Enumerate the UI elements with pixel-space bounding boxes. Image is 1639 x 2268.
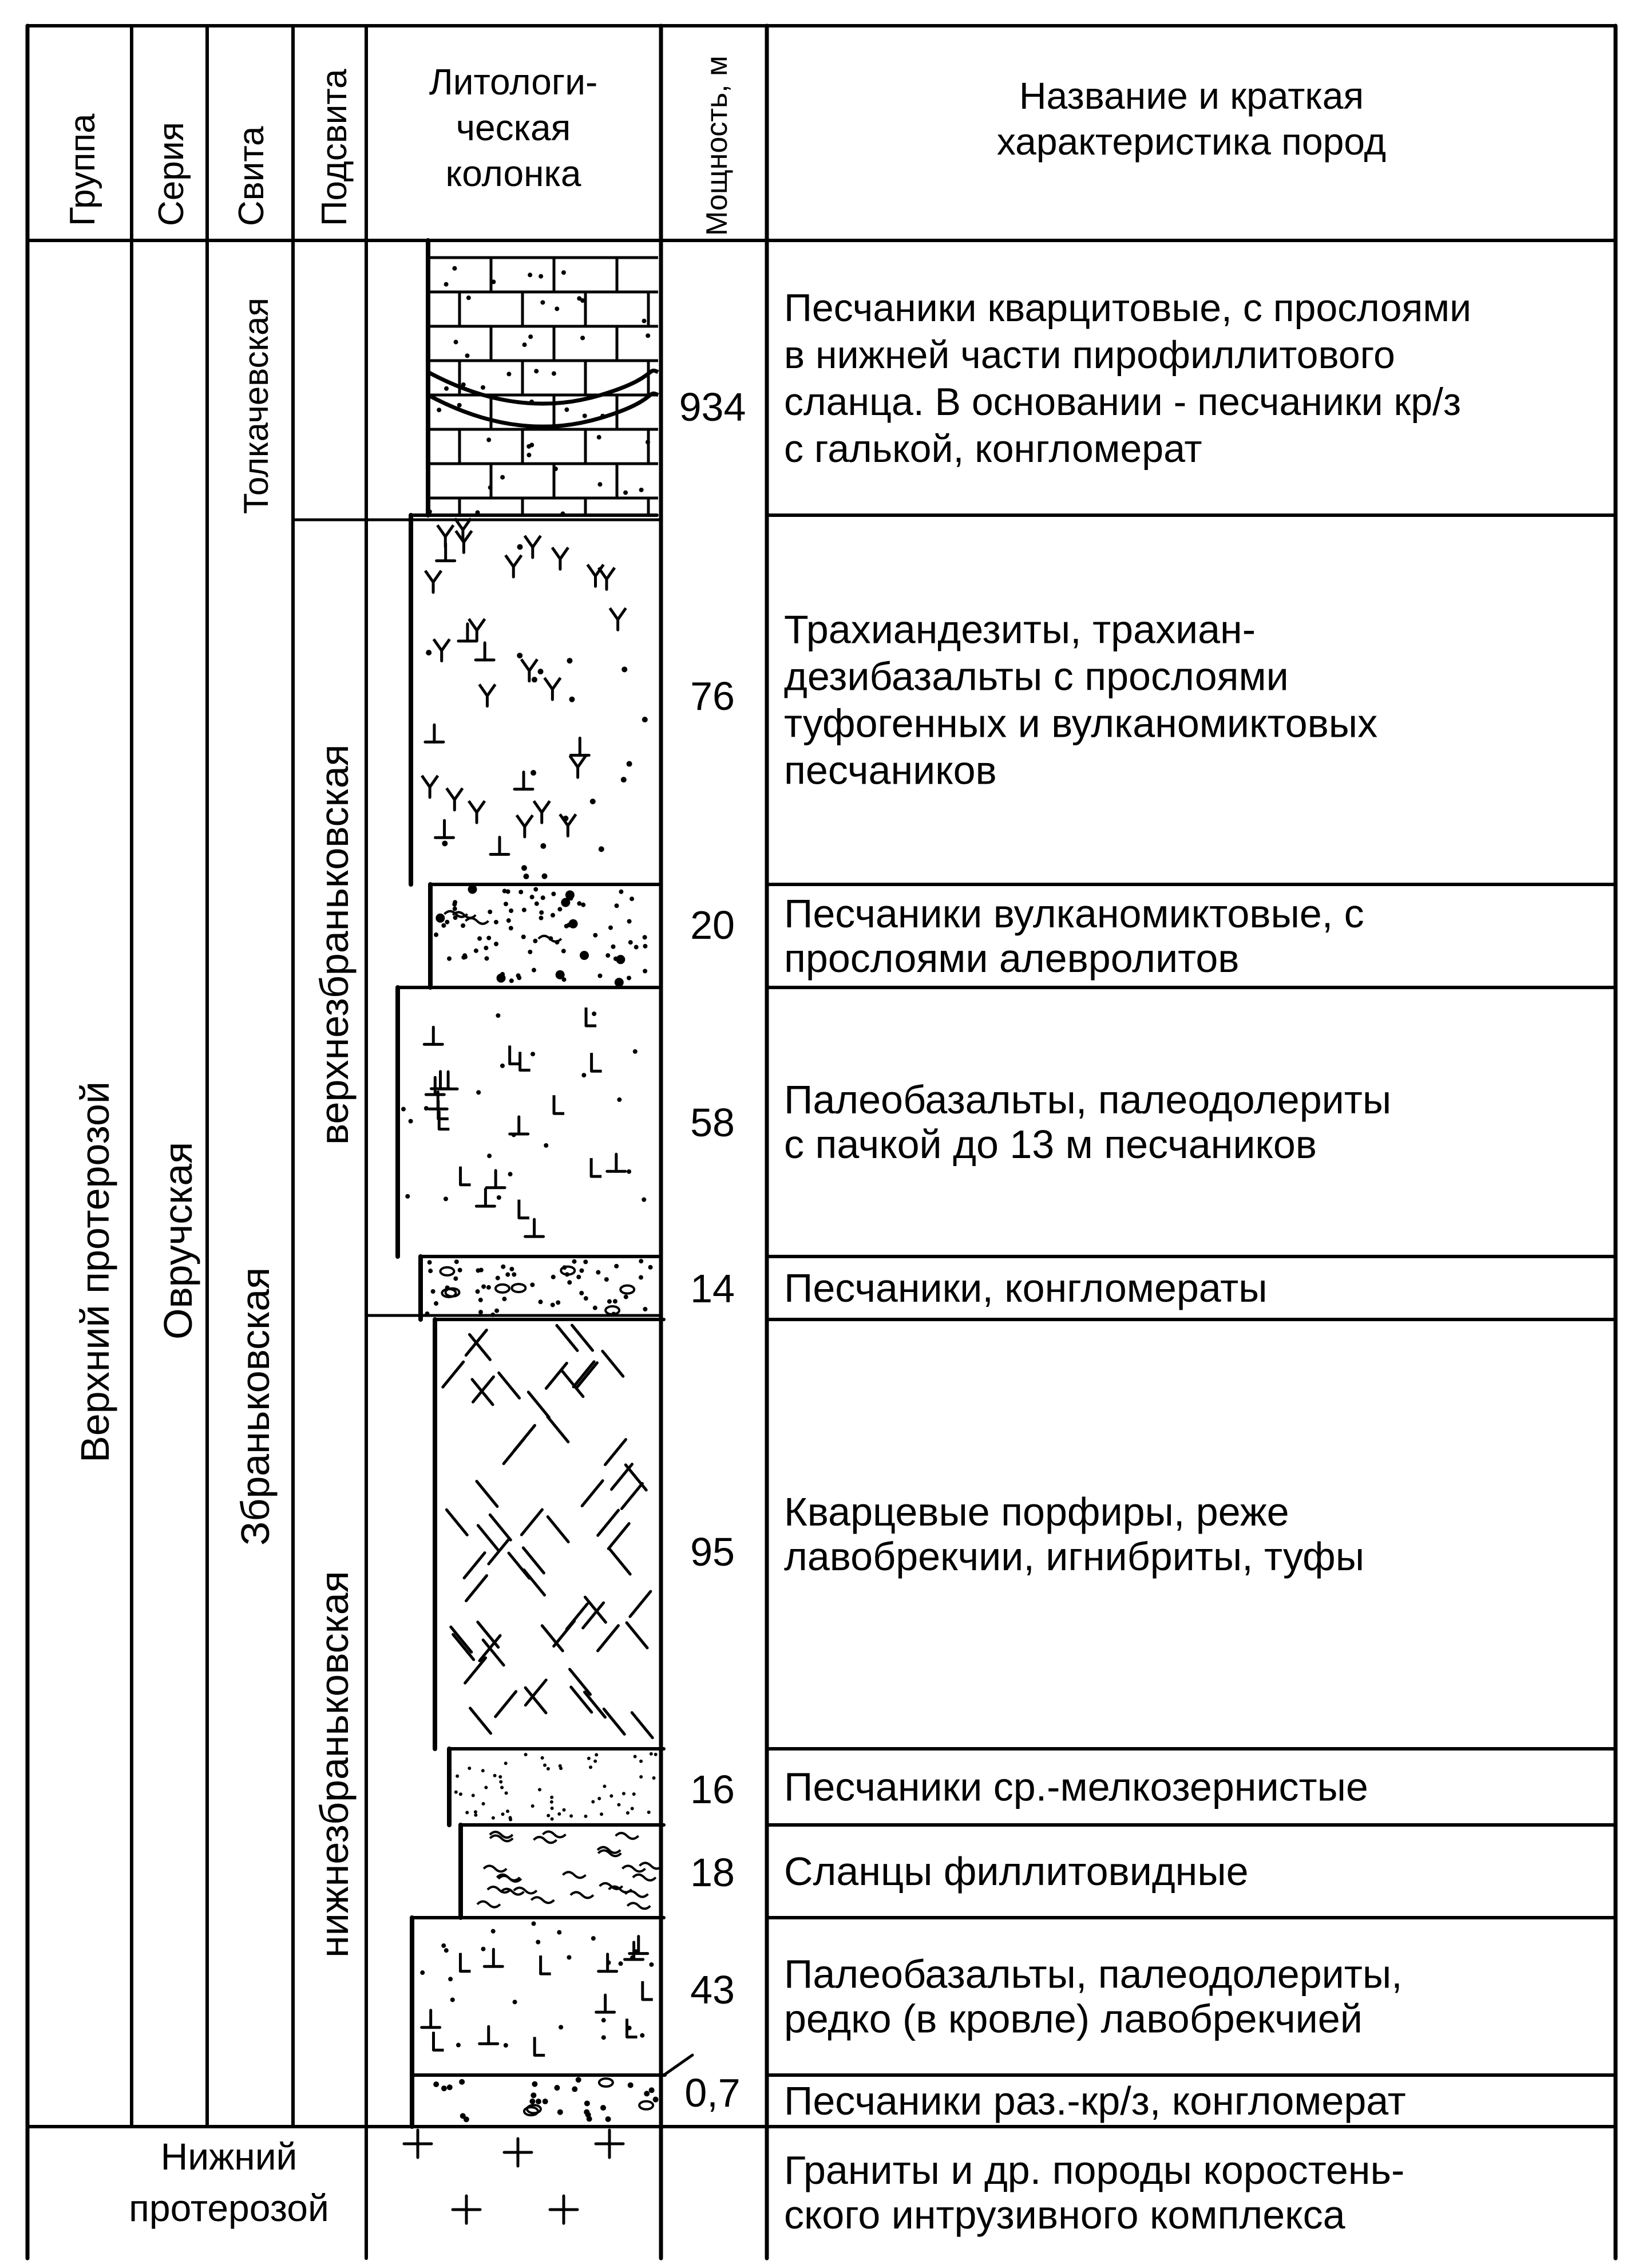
layer-thickness: 95 <box>690 1530 735 1574</box>
thin-layer-pointer <box>662 2053 694 2077</box>
header-thickness: Мощность, м <box>700 56 734 236</box>
series-name: Овручская <box>156 1142 200 1340</box>
unconformity-line <box>427 391 659 429</box>
layer-description-line: сланца. В основании - песчаники кр/з <box>784 380 1461 424</box>
subsuite-name: нижнезбраньковская <box>312 1571 357 1958</box>
lithology-pattern-volcanomictic-sandstone <box>434 884 648 987</box>
layer-description-line: с пачкой до 13 м песчаников <box>784 1122 1317 1167</box>
layer-description-line: лавобрекчии, игнибриты, туфы <box>784 1534 1364 1579</box>
lithology-pattern-trachyandesite <box>421 517 648 880</box>
layer-thickness: 0,7 <box>684 2071 740 2115</box>
layer-description-line: туфогенных и вулканомиктовых <box>784 701 1377 746</box>
layer-description-line: Песчаники ср.-мелкозернистые <box>784 1765 1368 1809</box>
header-subsuite: Подсвита <box>315 69 354 226</box>
unconformity-line <box>427 368 659 406</box>
lithology-pattern-granite <box>402 2128 625 2225</box>
layer-thickness: 43 <box>690 1967 735 2012</box>
layer-description-line: дезибазальты с прослоями <box>784 654 1289 699</box>
layer-description-line: Палеобазальты, палеодолериты <box>784 1077 1391 1122</box>
layer-thickness: 76 <box>690 674 735 718</box>
layer-description-line: песчаников <box>784 748 997 793</box>
layer-description-line: в нижней части пирофиллитового <box>784 333 1395 377</box>
header-description-line: Название и краткая <box>1019 74 1364 117</box>
suite-name: Збраньковская <box>233 1267 278 1546</box>
lithology-pattern-quartzite-sandstone <box>428 256 658 515</box>
group-name: Верхний протерозой <box>73 1081 117 1463</box>
basement-group-name: протерозой <box>129 2187 329 2229</box>
lithology-pattern-sandstone-conglomerate <box>425 1259 653 1317</box>
header-lithology-line: ческая <box>456 107 571 148</box>
header-lithology-line: Литологи- <box>429 61 598 102</box>
lithology-pattern-paleobasalt <box>401 1007 647 1238</box>
layer-description-line: Сланцы филлитовидные <box>784 1849 1249 1894</box>
header-suite: Свита <box>232 126 271 226</box>
suite-name: Толкачевская <box>237 298 275 514</box>
layer-description-line: редко (в кровле) лавобрекчией <box>784 1997 1363 2041</box>
layer-description-line: Граниты и др. породы коростень- <box>784 2148 1404 2192</box>
lithology-pattern-coarse-sandstone-conglomerate <box>433 2077 659 2123</box>
layer-description-line: Палеобазальты, палеодолериты, <box>784 1952 1403 1997</box>
layer-description-line: Песчаники вулканомиктовые, с <box>784 891 1364 936</box>
layer-thickness: 58 <box>690 1100 735 1145</box>
layer-thickness: 14 <box>690 1266 735 1311</box>
lithology-pattern-phyllite-shale <box>476 1830 663 1910</box>
layer-thickness: 18 <box>690 1850 735 1895</box>
lithology-pattern-paleobasalt-lavabreccia <box>420 1921 654 2057</box>
layer-description-line: Песчаники, конгломераты <box>784 1266 1268 1310</box>
layer-description-line: ского интрузивного комплекса <box>784 2192 1345 2237</box>
header-description-line: характеристика пород <box>997 120 1386 163</box>
layer-description-line: Трахиандезиты, трахиан- <box>784 607 1256 652</box>
layer-description-line: с галькой, конгломерат <box>784 427 1202 471</box>
header-lithology-line: колонка <box>446 153 581 194</box>
header-series: Серия <box>152 122 191 226</box>
subsuite-name: верхнезбраньковская <box>312 744 357 1145</box>
layer-description-line: прослоями алевролитов <box>784 936 1239 981</box>
lithology-pattern-quartz-porphyry <box>441 1323 654 1740</box>
layer-description-line: Песчаники раз.-кр/з, конгломерат <box>784 2079 1406 2123</box>
layer-thickness: 16 <box>690 1767 735 1812</box>
lithology-pattern-fine-sandstone <box>454 1752 658 1821</box>
layer-thickness: 934 <box>679 385 746 429</box>
basement-group-name: Нижний <box>161 2135 298 2178</box>
header-group: Группа <box>63 113 102 226</box>
layer-description-line: Кварцевые порфиры, реже <box>784 1489 1289 1534</box>
layer-description-line: Песчаники кварцитовые, с прослоями <box>784 286 1471 330</box>
layer-thickness: 20 <box>690 903 735 947</box>
